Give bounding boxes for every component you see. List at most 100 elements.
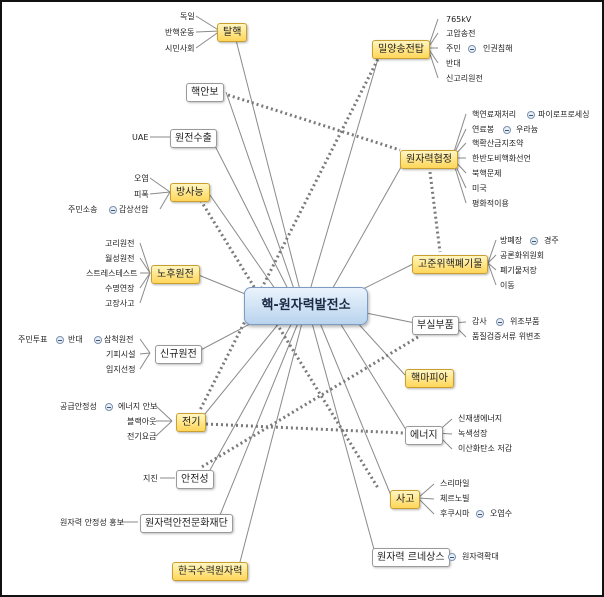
singyuwonjeon-sub[interactable]: 반대 — [68, 335, 83, 344]
miryang-item[interactable]: 고압송전 — [446, 29, 476, 38]
topic-nohuwonjeon[interactable]: 노후원전 — [151, 265, 200, 284]
hyeopjeong-item[interactable]: 핵연료재처리 — [472, 110, 517, 119]
energy-item[interactable]: 신재생에너지 — [458, 414, 503, 423]
topic-haekmafia[interactable]: 핵마피아 — [405, 369, 454, 388]
hyeopjeong-item[interactable]: 미국 — [472, 184, 487, 193]
miryang-item[interactable]: 신고리원전 — [446, 74, 483, 83]
topic-busilbupum[interactable]: 부실부품 — [412, 316, 459, 335]
topic-hyeopjeong[interactable]: 원자력협정 — [400, 150, 458, 169]
nohuwonjeon-item[interactable]: 스트레스테스트 — [86, 269, 138, 278]
renaissance-item[interactable]: 원자력확대 — [462, 552, 499, 561]
jeongi-item[interactable]: 전기요금 — [127, 432, 157, 441]
bangsaneung-item[interactable]: 오염 — [134, 174, 149, 183]
bangsaneung-subitem[interactable]: 주민소송 — [68, 205, 98, 214]
collapse-icon[interactable] — [530, 237, 538, 245]
singyuwonjeon-item[interactable]: 기피시설 — [106, 350, 136, 359]
collapse-icon[interactable] — [503, 126, 511, 134]
sago-item[interactable]: 후쿠시마 — [440, 509, 470, 518]
busilbupum-subitem[interactable]: 위조부품 — [510, 317, 540, 326]
energy-item[interactable]: 이산화탄소 저감 — [458, 444, 513, 453]
hyeopjeong-sub[interactable]: 우라늄 — [516, 125, 539, 134]
topic-bangsaneung[interactable]: 방사능 — [170, 183, 210, 202]
singyuwonjeon-item[interactable]: 삼척원전 — [104, 335, 134, 344]
bangsaneung-item[interactable]: 피폭 — [134, 190, 149, 199]
pyegimul-item[interactable]: 공론화위원회 — [500, 251, 545, 260]
collapse-icon[interactable] — [105, 403, 113, 411]
topic-wonjeonsuchul[interactable]: 원전수출 — [170, 129, 217, 148]
hyeopjeong-item[interactable]: 평화적이용 — [472, 199, 509, 208]
sub-line — [159, 191, 171, 210]
branch-line — [339, 322, 409, 434]
sub-line — [139, 257, 151, 274]
busilbupum-item[interactable]: 감사 — [472, 317, 487, 326]
collapse-icon[interactable] — [56, 336, 64, 344]
topic-pyegimul[interactable]: 고준위핵폐기물 — [412, 255, 489, 274]
collapse-icon[interactable] — [94, 336, 102, 344]
sago-subitem[interactable]: 오염수 — [490, 509, 513, 518]
topic-miryang[interactable]: 밀양송전탑 — [372, 40, 430, 59]
anjeonseong-item[interactable]: 지진 — [143, 474, 158, 483]
talhaek-item[interactable]: 독일 — [180, 12, 195, 21]
topic-talhaek[interactable]: 탈핵 — [217, 23, 248, 42]
miryang-subitem[interactable]: 인권침해 — [483, 44, 513, 53]
branch-line — [209, 322, 293, 471]
energy-item[interactable]: 녹색성장 — [458, 429, 488, 438]
collapse-icon[interactable] — [476, 510, 484, 518]
jeongi-subitem[interactable]: 공급안정성 — [60, 402, 97, 411]
nohuwonjeon-item[interactable]: 고장사고 — [105, 299, 135, 308]
hyeopjeong-sub[interactable]: 파이로프로세싱 — [538, 110, 590, 119]
sub-line — [139, 242, 151, 274]
sago-item[interactable]: 체르노빌 — [440, 494, 470, 503]
sub-line — [195, 30, 221, 49]
sub-line — [417, 497, 435, 515]
topic-jeongi[interactable]: 전기 — [176, 413, 207, 432]
collapse-icon[interactable] — [448, 553, 456, 561]
sago-item[interactable]: 스리마일 — [440, 479, 470, 488]
branch-line — [199, 321, 281, 421]
miryang-item[interactable]: 765kV — [446, 15, 472, 24]
hyeopjeong-item[interactable]: 한반도비핵화선언 — [472, 154, 531, 163]
nohuwonjeon-item[interactable]: 고리원전 — [105, 239, 135, 248]
pyegimul-item[interactable]: 방폐장 — [500, 236, 523, 245]
relation-line — [198, 54, 382, 411]
nohuwonjeon-item[interactable]: 월성원전 — [105, 254, 135, 263]
sub-line — [139, 272, 151, 289]
wonjeonsuchul-item[interactable]: UAE — [132, 133, 149, 142]
topic-energy[interactable]: 에너지 — [405, 426, 443, 445]
talhaek-item[interactable]: 반핵운동 — [165, 28, 195, 37]
miryang-item[interactable]: 주민 — [446, 44, 461, 53]
relation-line — [227, 93, 401, 152]
hyeopjeong-item[interactable]: 연료봉 — [472, 125, 495, 134]
topic-munhwa[interactable]: 원자력안전문화재단 — [140, 514, 233, 533]
topic-hansu[interactable]: 한국수력원자력 — [172, 562, 249, 581]
topic-haekanbo[interactable]: 핵안보 — [186, 83, 224, 102]
collapse-icon[interactable] — [496, 318, 504, 326]
topic-singyuwonjeon[interactable]: 신규원전 — [155, 345, 202, 364]
collapse-icon[interactable] — [109, 206, 117, 214]
topic-sago[interactable]: 사고 — [390, 490, 421, 509]
nohuwonjeon-item[interactable]: 수명연장 — [105, 284, 135, 293]
relation-line — [196, 195, 380, 489]
collapse-icon[interactable] — [527, 111, 535, 119]
pyegimul-subitem[interactable]: 경주 — [544, 236, 559, 245]
hyeopjeong-item[interactable]: 북핵문제 — [472, 169, 502, 178]
pyegimul-item[interactable]: 이동 — [500, 281, 515, 290]
bangsaneung-item[interactable]: 갑상선암 — [119, 205, 149, 214]
topic-renaissance[interactable]: 원자력 르네상스 — [372, 548, 450, 567]
sub-line — [139, 352, 151, 370]
munhwa-item[interactable]: 원자력 안정성 홍보 — [60, 518, 124, 527]
jeongi-item[interactable]: 에너지 안보 — [118, 402, 158, 411]
singyuwonjeon-item[interactable]: 입지선정 — [106, 365, 136, 374]
jeongi-item[interactable]: 블랙아웃 — [127, 417, 157, 426]
branch-line — [354, 319, 406, 376]
miryang-item[interactable]: 반대 — [446, 59, 461, 68]
busilbupum-item[interactable]: 품질검증서류 위변조 — [472, 332, 541, 341]
collapse-icon[interactable] — [468, 45, 476, 53]
topic-anjeonseong[interactable]: 안전성 — [176, 470, 214, 489]
pyegimul-item[interactable]: 폐기물저장 — [500, 266, 537, 275]
central-topic[interactable]: 핵-원자력발전소 — [244, 287, 368, 325]
relation-line — [428, 171, 442, 253]
hyeopjeong-item[interactable]: 핵확산금지조약 — [472, 139, 524, 148]
singyuwonjeon-sub[interactable]: 주민투표 — [18, 335, 48, 344]
talhaek-item[interactable]: 시민사회 — [165, 44, 195, 53]
